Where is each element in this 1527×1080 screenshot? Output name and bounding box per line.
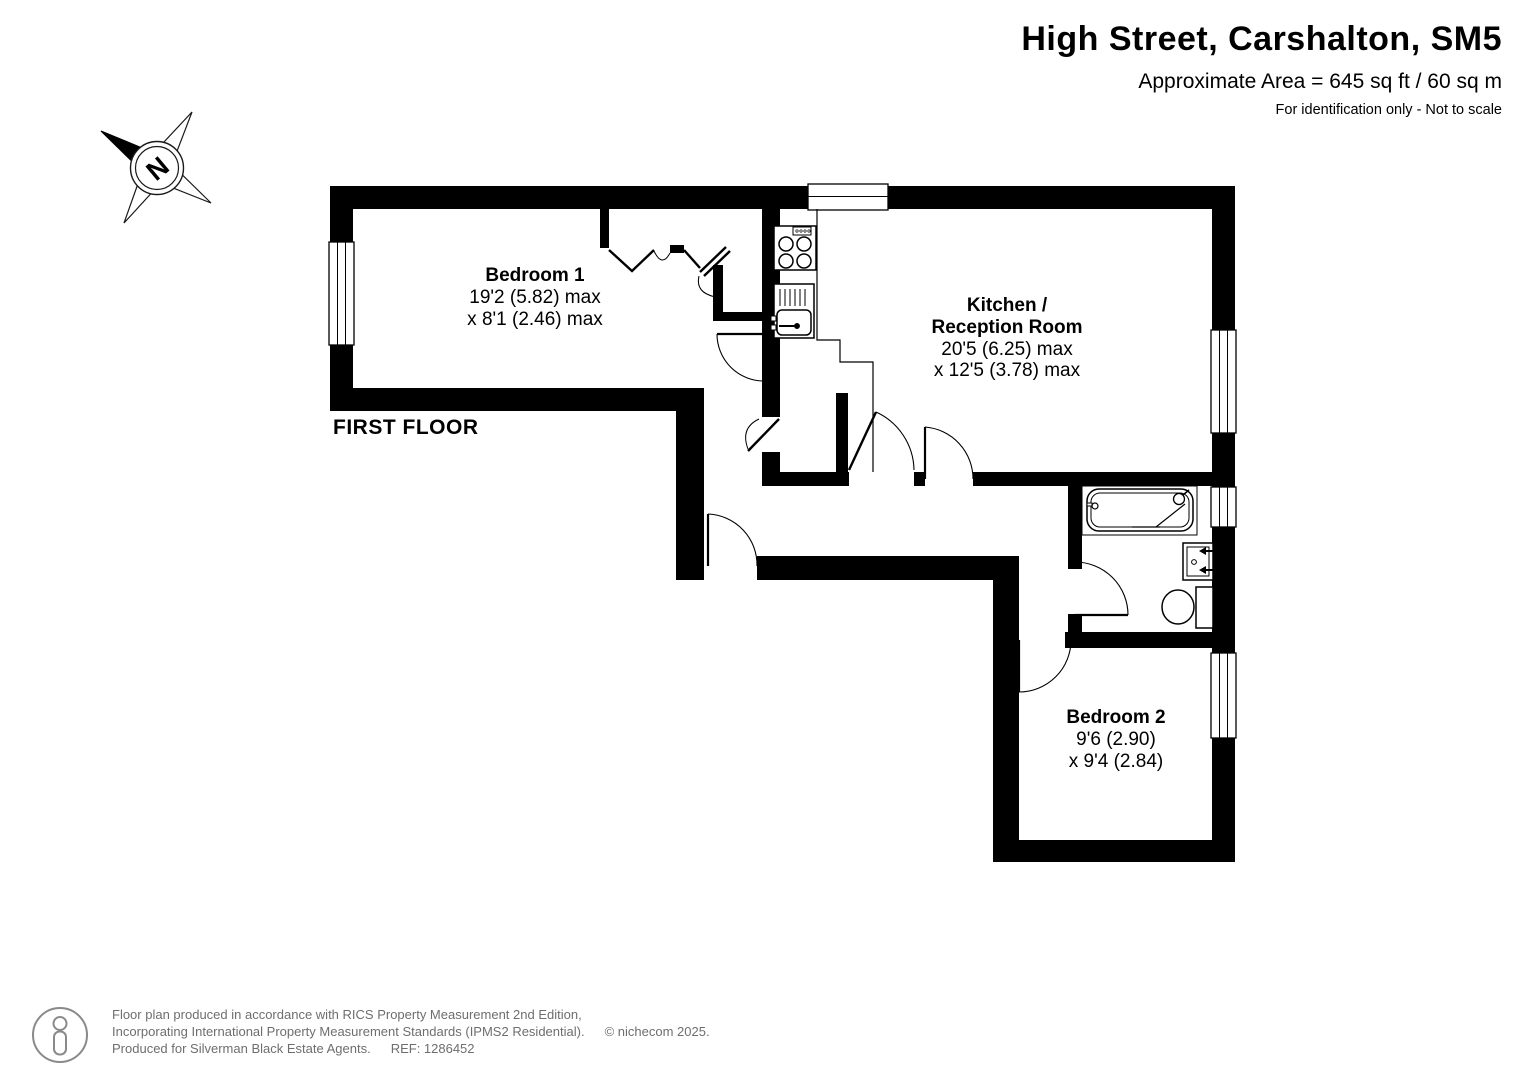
approximate-area: Approximate Area = 645 sq ft / 60 sq m (1138, 70, 1502, 93)
window-kitchen-right (1210, 329, 1237, 434)
kitchen-counter-line (816, 209, 874, 472)
svg-text:9'6 (2.90): 9'6 (2.90) (1076, 729, 1156, 750)
page-title: High Street, Carshalton, SM5 (1021, 20, 1502, 58)
toilet-icon (1161, 586, 1214, 629)
kitchen-fixtures (770, 209, 874, 472)
footer: Floor plan produced in accordance with R… (24, 1006, 710, 1064)
bathroom-fixtures (1081, 485, 1214, 629)
footer-line2: Incorporating International Property Mea… (112, 1023, 710, 1040)
svg-text:Bedroom 2: Bedroom 2 (1066, 707, 1165, 728)
door-cupboard (847, 411, 915, 471)
title-block: High Street, Carshalton, SM5 Approximate… (1021, 20, 1502, 118)
bedroom2-label: Bedroom 2 9'6 (2.90) x 9'4 (2.84) (1066, 707, 1165, 772)
doors (608, 246, 1129, 693)
door-kitchen-side (745, 418, 780, 452)
window-bathroom-right (1210, 486, 1237, 528)
window-bedroom2-right (1210, 652, 1237, 739)
footer-line3: Produced for Silverman Black Estate Agen… (112, 1040, 710, 1057)
svg-text:x 8'1 (2.46) max: x 8'1 (2.46) max (467, 309, 603, 330)
washbasin-icon (1182, 542, 1214, 581)
bathtub-icon (1081, 485, 1198, 536)
door-bathroom (1074, 561, 1129, 617)
window-kitchen-top (807, 183, 889, 211)
svg-text:19'2 (5.82) max: 19'2 (5.82) max (469, 287, 601, 308)
door-hallway (706, 513, 758, 567)
svg-text:Reception Room: Reception Room (932, 317, 1083, 338)
copyright-credit: © nichecom 2025. (604, 1024, 710, 1039)
reference-number: REF: 1286452 (390, 1041, 475, 1056)
door-closet-bifold (608, 246, 731, 298)
svg-text:Bedroom 1: Bedroom 1 (485, 265, 585, 286)
svg-text:x 9'4 (2.84): x 9'4 (2.84) (1069, 751, 1163, 772)
svg-text:Kitchen /: Kitchen / (967, 295, 1048, 316)
bedroom1-label: Bedroom 1 19'2 (5.82) max x 8'1 (2.46) m… (467, 265, 603, 330)
kitchen-label: Kitchen / Reception Room 20'5 (6.25) max… (932, 295, 1083, 381)
svg-text:x 12'5 (3.78) max: x 12'5 (3.78) max (934, 360, 1081, 381)
footer-line3-text: Produced for Silverman Black Estate Agen… (112, 1041, 371, 1056)
footer-text: Floor plan produced in accordance with R… (112, 1006, 710, 1057)
floor-label: FIRST FLOOR (333, 416, 479, 439)
door-bedroom1 (716, 332, 765, 382)
compass-icon (100, 111, 212, 224)
window-bedroom1-left (328, 241, 355, 346)
footer-line2-text: Incorporating International Property Mea… (112, 1024, 585, 1039)
sink-icon (770, 283, 815, 339)
svg-text:20'5 (6.25) max: 20'5 (6.25) max (941, 339, 1073, 360)
person-icon (32, 1007, 88, 1063)
hob-icon (773, 225, 817, 271)
room-labels: Bedroom 1 19'2 (5.82) max x 8'1 (2.46) m… (467, 265, 1165, 772)
door-kitchen (923, 426, 974, 480)
door-bedroom2 (1017, 639, 1072, 693)
footer-line1: Floor plan produced in accordance with R… (112, 1007, 582, 1022)
scale-note: For identification only - Not to scale (1275, 102, 1502, 118)
